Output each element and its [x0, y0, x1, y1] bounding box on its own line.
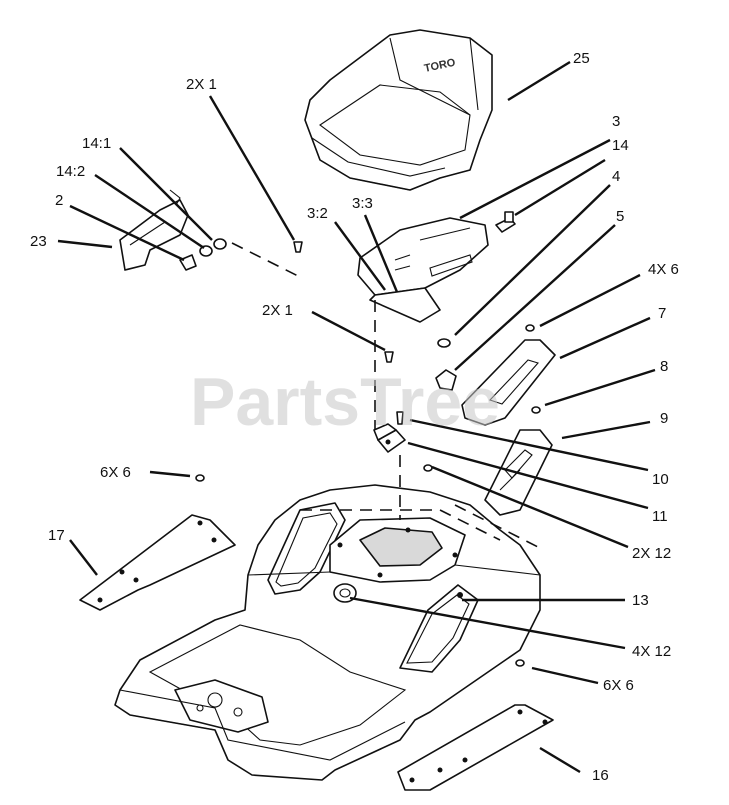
plate — [461, 339, 556, 426]
callout-14: 14 — [612, 137, 629, 154]
screw — [525, 324, 535, 332]
callout-13: 13 — [632, 592, 649, 609]
callout-3-2: 3:2 — [307, 205, 328, 222]
callout-6x6-right: 6X 6 — [603, 677, 634, 694]
seat-switch — [495, 211, 516, 233]
callout-4x6: 4X 6 — [648, 261, 679, 278]
callout-14-2: 14:2 — [56, 163, 85, 180]
screw — [515, 659, 525, 667]
callout-5: 5 — [616, 208, 624, 225]
screw — [195, 474, 205, 482]
callout-2x12: 2X 12 — [632, 545, 671, 562]
fender-body — [114, 484, 541, 781]
hinge — [373, 423, 406, 453]
callout-23: 23 — [30, 233, 47, 250]
callout-3: 3 — [612, 113, 620, 130]
callout-6x6-left: 6X 6 — [100, 464, 131, 481]
screw — [396, 411, 404, 425]
callout-4x12: 4X 12 — [632, 643, 671, 660]
callout-labels: 25 3 14 4 5 4X 6 7 8 9 10 11 2X 12 13 4X… — [30, 50, 679, 784]
right-plate — [397, 704, 554, 791]
callout-16: 16 — [592, 767, 609, 784]
callout-9: 9 — [660, 410, 668, 427]
seat-adjuster — [119, 189, 227, 271]
washer — [437, 338, 451, 348]
callout-17: 17 — [48, 527, 65, 544]
callout-2x1-mid: 2X 1 — [262, 302, 293, 319]
callout-7: 7 — [658, 305, 666, 322]
seat: TORO — [304, 29, 493, 191]
callout-4: 4 — [612, 168, 620, 185]
callout-2: 2 — [55, 192, 63, 209]
callout-10: 10 — [652, 471, 669, 488]
left-plate — [79, 514, 236, 611]
callout-3-3: 3:3 — [352, 195, 373, 212]
screw — [384, 351, 394, 363]
knob — [435, 369, 457, 391]
seat-bracket — [357, 217, 489, 323]
leader-lines — [57, 60, 656, 774]
nut — [423, 464, 433, 472]
screw — [293, 241, 303, 253]
watermark: PartsTree — [190, 364, 500, 440]
callout-25: 25 — [573, 50, 590, 67]
callout-2x1-top: 2X 1 — [186, 76, 217, 93]
assembly-lines — [231, 242, 541, 549]
callout-14-1: 14:1 — [82, 135, 111, 152]
callout-11: 11 — [652, 508, 668, 525]
screw — [531, 406, 541, 414]
callout-8: 8 — [660, 358, 668, 375]
